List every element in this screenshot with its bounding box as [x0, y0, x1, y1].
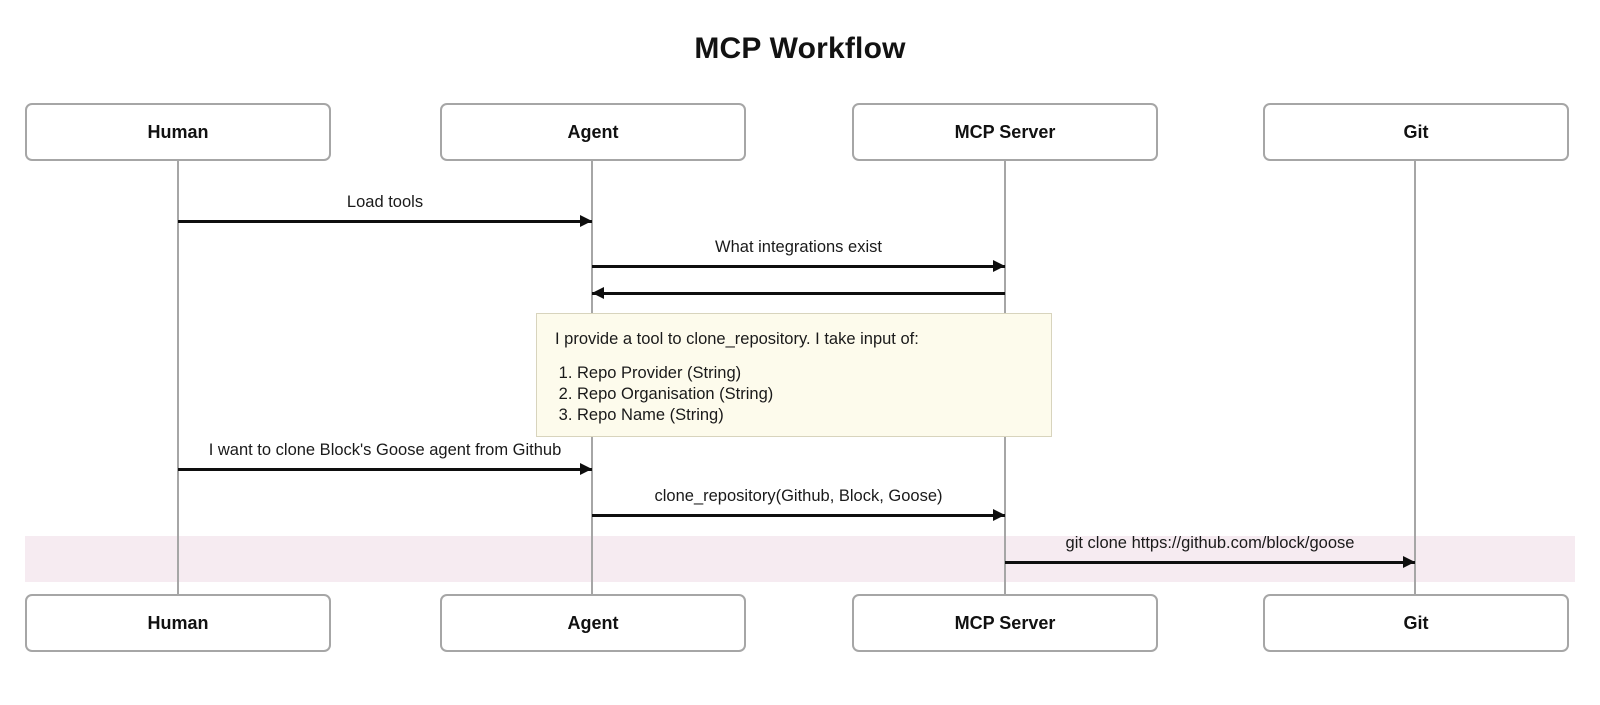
note-item: Repo Name (String): [577, 405, 1033, 426]
participant-git-top[interactable]: Git: [1263, 103, 1569, 161]
arrowhead-left: [592, 286, 604, 299]
message-label: What integrations exist: [715, 238, 882, 256]
message-label: clone_repository(Github, Block, Goose): [654, 487, 943, 505]
participant-mcp-server-top[interactable]: MCP Server: [852, 103, 1158, 161]
note-clone-repository: I provide a tool to clone_repository. I …: [536, 313, 1052, 437]
note-item: Repo Organisation (String): [577, 384, 1033, 405]
message-line: [592, 514, 1005, 517]
note-heading: I provide a tool to clone_repository. I …: [555, 330, 919, 348]
lifeline-git: [1414, 161, 1416, 594]
note-item-list: Repo Provider (String)Repo Organisation …: [555, 363, 1033, 426]
participant-human-top[interactable]: Human: [25, 103, 331, 161]
note-item: Repo Provider (String): [577, 363, 1033, 384]
message-line: [1005, 561, 1415, 564]
participant-human-bottom[interactable]: Human: [25, 594, 331, 652]
lifeline-human: [177, 161, 179, 594]
arrowhead-right: [1403, 555, 1415, 568]
participant-agent-top[interactable]: Agent: [440, 103, 746, 161]
arrowhead-right: [993, 508, 1005, 521]
message-line: [178, 468, 592, 471]
message-label: I want to clone Block's Goose agent from…: [208, 441, 562, 459]
message-label: git clone https://github.com/block/goose: [1065, 534, 1355, 552]
highlight-band: [25, 536, 1575, 582]
message-label: Load tools: [346, 193, 424, 211]
participant-git-bottom[interactable]: Git: [1263, 594, 1569, 652]
arrowhead-right: [580, 214, 592, 227]
message-line: [592, 292, 1005, 295]
participant-agent-bottom[interactable]: Agent: [440, 594, 746, 652]
arrowhead-right: [580, 462, 592, 475]
arrowhead-right: [993, 259, 1005, 272]
page-title: MCP Workflow: [694, 32, 906, 65]
message-line: [178, 220, 592, 223]
participant-mcp-server-bottom[interactable]: MCP Server: [852, 594, 1158, 652]
message-line: [592, 265, 1005, 268]
